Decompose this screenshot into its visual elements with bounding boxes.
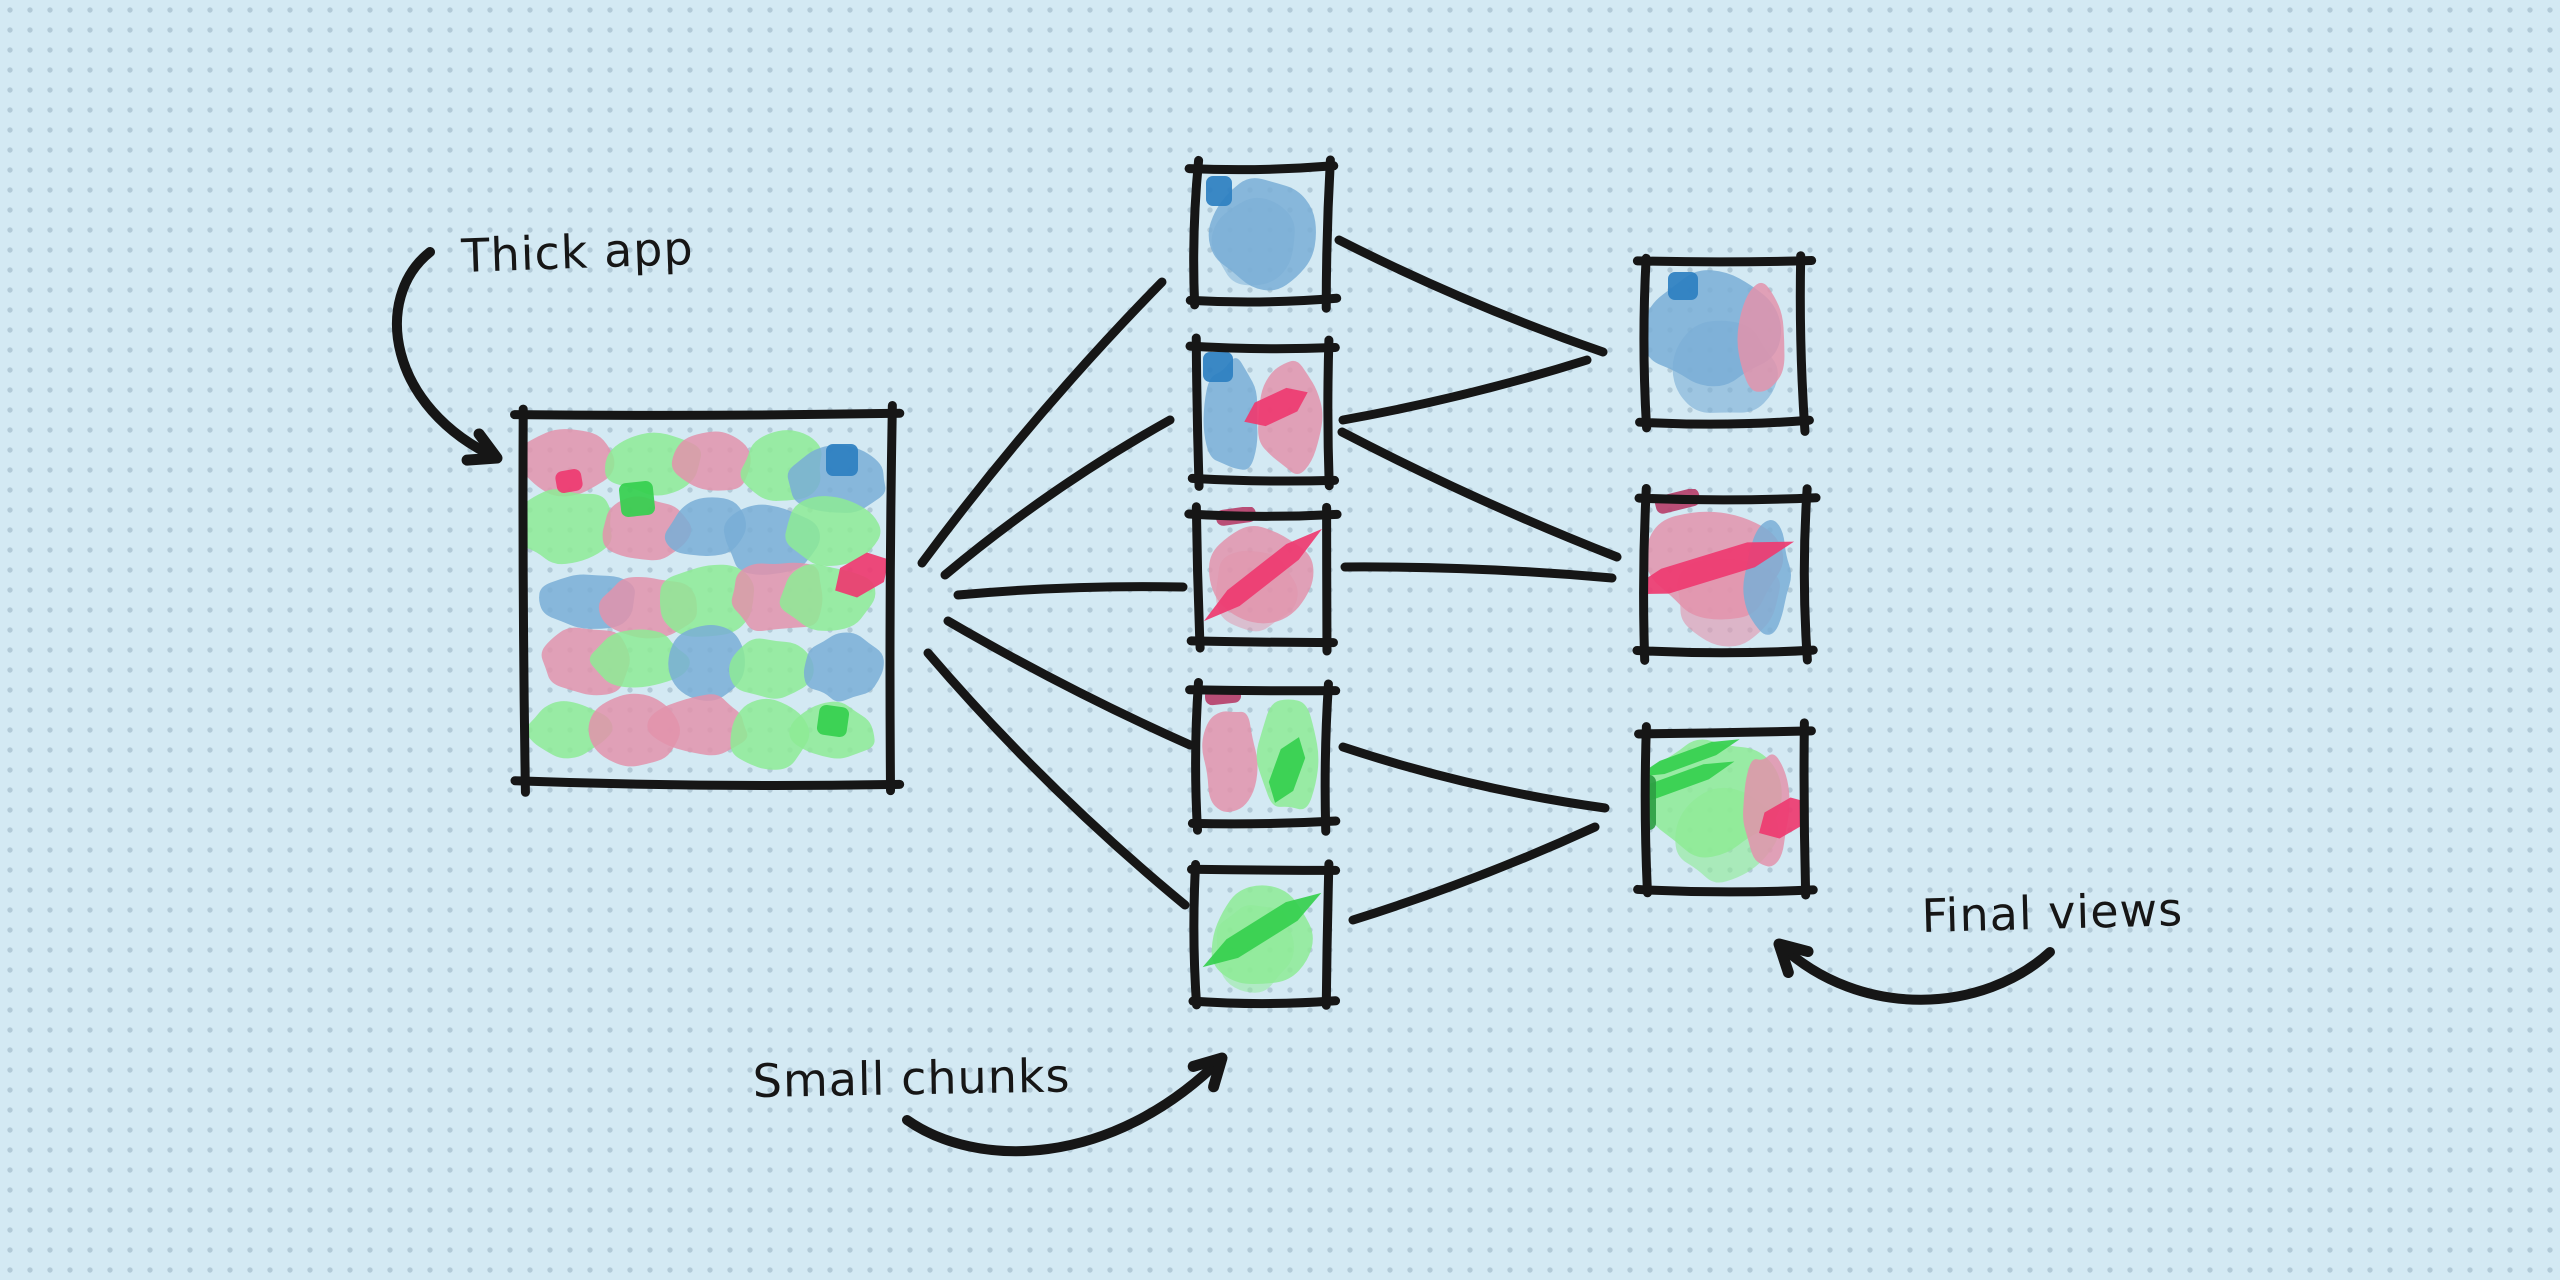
view-1[interactable] [1632, 251, 1817, 436]
chunk-3[interactable] [1184, 502, 1342, 656]
final-views-label[interactable]: Final views [1921, 882, 2184, 943]
thick-app-label[interactable]: Thick app [459, 221, 694, 283]
chunk-5-content [1202, 885, 1322, 993]
chunk-3-content [1203, 507, 1323, 632]
app-to-chunk-connectors [917, 277, 1195, 910]
chunk-1[interactable] [1184, 155, 1342, 313]
small-chunks-label[interactable]: Small chunks [752, 1048, 1071, 1108]
chunk-5[interactable] [1186, 859, 1341, 1010]
chunk-2-content [1203, 352, 1323, 474]
chunk-2[interactable] [1185, 333, 1340, 491]
view-3-content [1642, 739, 1808, 883]
chunk-1-content [1206, 176, 1316, 291]
view-3[interactable] [1619, 718, 1819, 900]
thick-app-content [520, 429, 889, 770]
view-1-content [1642, 270, 1785, 413]
view-2-content [1642, 489, 1795, 647]
view-2[interactable] [1618, 483, 1821, 665]
chunk-4-content [1202, 686, 1319, 813]
thick-app[interactable] [510, 401, 905, 797]
annotation-arrows [392, 247, 2055, 1157]
chunk-4[interactable] [1185, 678, 1341, 836]
chunk-to-view-connectors [1334, 235, 1622, 925]
